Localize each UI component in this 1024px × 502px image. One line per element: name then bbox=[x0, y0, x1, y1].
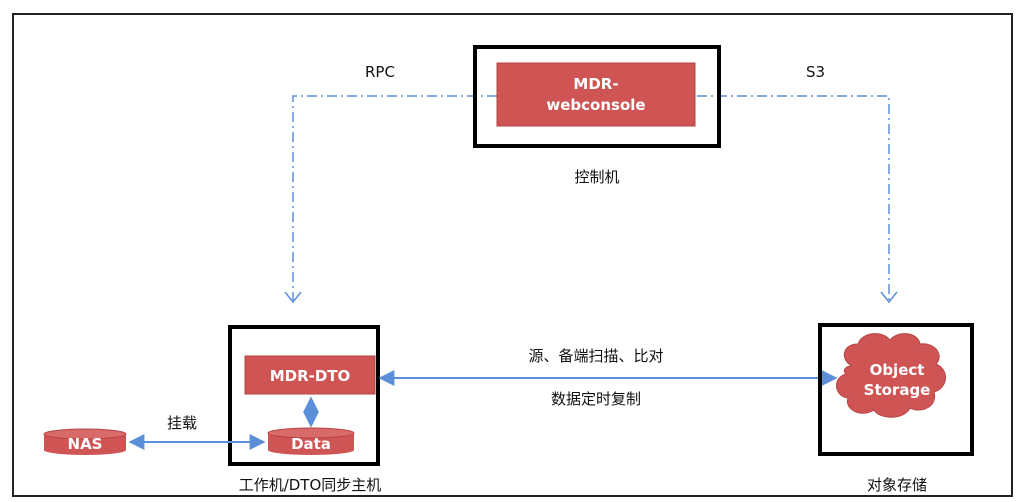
webconsole-line1: MDR- bbox=[573, 75, 618, 93]
dto-label: MDR-DTO bbox=[270, 367, 351, 385]
rpc-label: RPC bbox=[365, 63, 395, 81]
s3-connector bbox=[697, 95, 898, 304]
webconsole-node bbox=[496, 62, 696, 127]
mount-label: 挂载 bbox=[167, 414, 197, 432]
data-label: Data bbox=[291, 435, 331, 453]
object-storage-line1: Object bbox=[870, 361, 925, 379]
nas-node bbox=[43, 428, 127, 455]
storage-group-frame bbox=[818, 323, 974, 456]
sync-label-line2: 数据定时复制 bbox=[551, 390, 641, 408]
outer-frame bbox=[12, 13, 1013, 497]
dto-node bbox=[244, 355, 376, 395]
data-node bbox=[267, 427, 355, 455]
rpc-connector bbox=[284, 95, 497, 304]
nas-label: NAS bbox=[68, 435, 103, 453]
webconsole-line2: webconsole bbox=[546, 96, 645, 114]
s3-label: S3 bbox=[806, 63, 825, 81]
control-caption: 控制机 bbox=[574, 168, 619, 186]
object-storage-cloud bbox=[836, 333, 946, 418]
control-group-frame bbox=[473, 45, 721, 148]
sync-label-line1: 源、备端扫描、比对 bbox=[528, 347, 663, 365]
storage-caption: 对象存储 bbox=[867, 476, 927, 494]
worker-group-frame bbox=[228, 325, 380, 466]
object-storage-line2: Storage bbox=[864, 381, 931, 399]
worker-caption: 工作机/DTO同步主机 bbox=[239, 476, 382, 494]
